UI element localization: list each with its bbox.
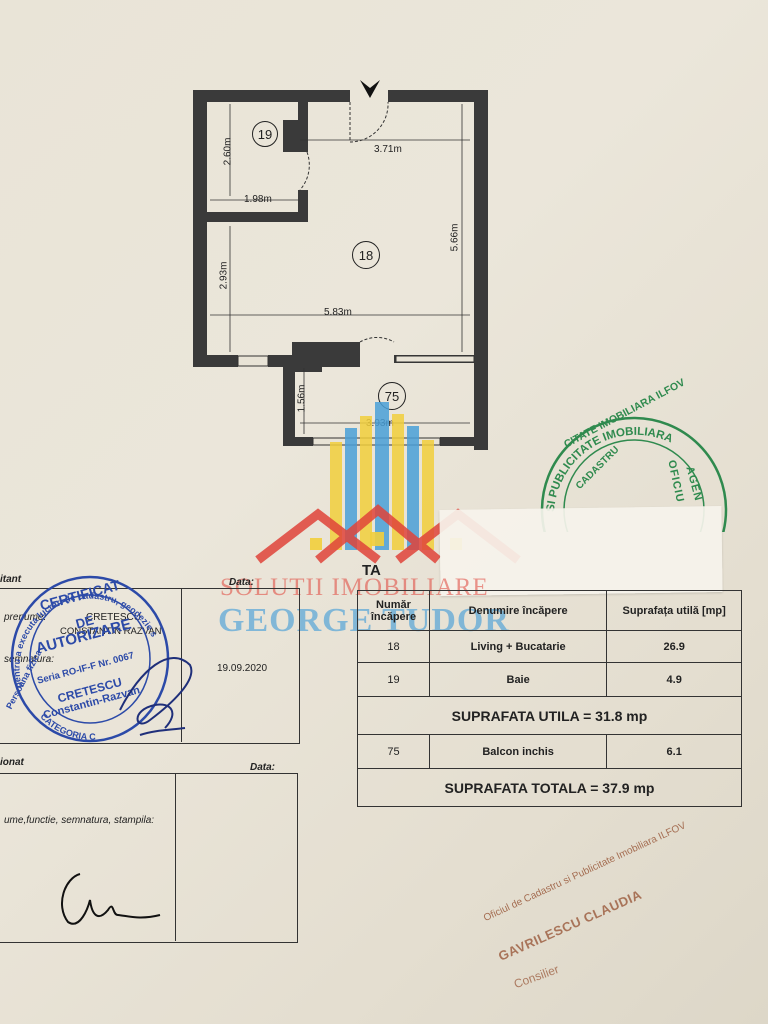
left-header-cut: itant (0, 574, 22, 585)
signature-label: semnatura: (4, 654, 55, 665)
room-badge-75: 75 (378, 382, 406, 410)
table-row: 19 Baie 4.9 (357, 662, 742, 697)
dim-main-width: 5.83m (324, 307, 352, 318)
signature-lower (61, 873, 161, 925)
table-row: 18 Living + Bucatarie 26.9 (357, 630, 742, 663)
lower-box (0, 773, 298, 943)
stamp-cadastru-ilfov: SI PUBLICITATE IMOBILIARA (540, 416, 728, 532)
dim-top-width: 3.71m (374, 144, 402, 155)
row-number: 18 (357, 630, 430, 663)
row-area: 26.9 (606, 630, 742, 663)
name-value-1: CRETESCU (86, 612, 142, 623)
util-total: SUPRAFATA UTILA = 31.8 mp (357, 696, 742, 735)
row-number: 75 (357, 734, 430, 769)
lower-data-label: Data: (250, 762, 276, 773)
row-area: 6.1 (606, 734, 742, 769)
dim-bath-height: 2.60m (222, 137, 234, 166)
date-value: 19.09.2020 (217, 663, 268, 674)
col-header-number: Număr încăpere (357, 590, 430, 631)
stamp-bottom-line3: Consilier (512, 962, 561, 992)
data-label: Data: (229, 577, 255, 588)
col-header-area: Suprafața utilă [mp] (606, 590, 742, 631)
lower-box-divider (175, 773, 176, 941)
lower-fields-label: ume,functie, semnatura, stampila: (4, 815, 155, 826)
row-number: 19 (357, 662, 430, 697)
lower-header-cut: ionat (0, 757, 24, 768)
room-badge-19: 19 (252, 121, 278, 147)
table-heading: TA (362, 562, 381, 579)
upper-box (0, 588, 300, 744)
row-name: Balcon inchis (428, 734, 608, 769)
dim-right-height: 5.66m (449, 223, 461, 252)
dim-bath-width: 1.98m (244, 194, 272, 205)
signature-upper (119, 657, 193, 736)
name-label: prenume: (4, 612, 47, 623)
name-value-2: CONSTANTIN RAZVAN (60, 626, 162, 637)
upper-box-divider (181, 588, 182, 742)
col-header-name: Denumire încăpere (428, 590, 608, 631)
row-name: Baie (428, 662, 608, 697)
row-name: Living + Bucatarie (428, 630, 608, 663)
surface-table: Număr încăpere Denumire încăpere Suprafa… (357, 590, 742, 807)
row-area: 4.9 (606, 662, 742, 697)
stamp-bottom-line1: Oficiul de Cadastru si Publicitate Imobi… (482, 820, 688, 924)
stamp-certificat-autorizare: pentru a executa lucrari de cadastru, ge… (2, 567, 170, 743)
table-row: 75 Balcon inchis 6.1 (357, 734, 742, 769)
dim-left-lower-height: 2.93m (218, 261, 230, 290)
room-badge-18: 18 (352, 241, 380, 269)
grand-total: SUPRAFATA TOTALA = 37.9 mp (357, 768, 742, 807)
